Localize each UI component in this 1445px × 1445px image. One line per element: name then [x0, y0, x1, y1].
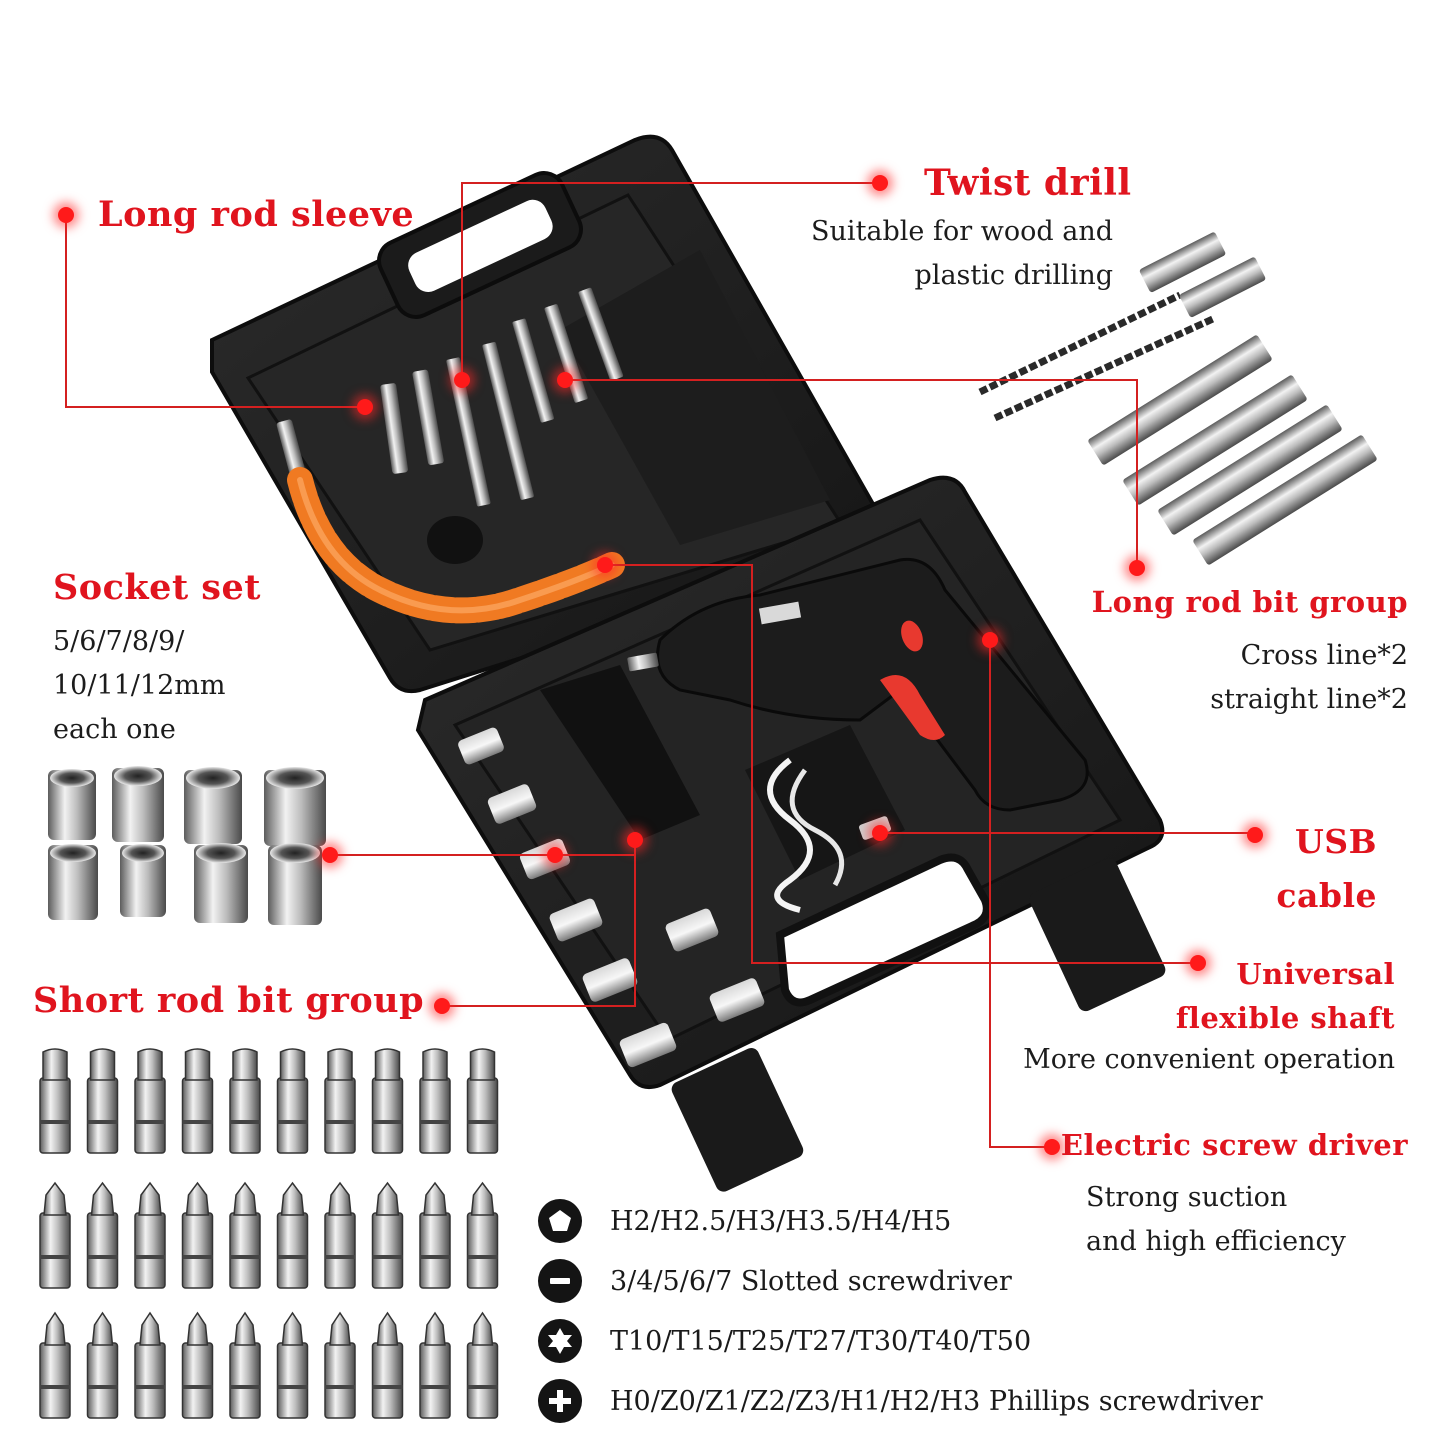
- callout-dot: [454, 372, 470, 388]
- callout-lines: [65, 182, 1255, 1148]
- spec-row-slotted: 3/4/5/6/7 Slotted screwdriver: [538, 1256, 1012, 1306]
- spec-row-hex: H2/H2.5/H3/H3.5/H4/H5: [538, 1196, 951, 1246]
- callout-dot-long-rod-bit-group: [1129, 560, 1145, 576]
- short-rod-bit: [324, 1311, 356, 1419]
- label-long-rod-sleeve: Long rod sleeve: [98, 194, 415, 235]
- label-flex-shaft: Universal flexible shaft: [1175, 957, 1395, 1035]
- long-rod-bits: [1088, 335, 1377, 565]
- short-rod-bit: [229, 1311, 261, 1419]
- short-rod-bit: [39, 1311, 71, 1419]
- electric-screwdriver: [627, 557, 1089, 812]
- base-sockets: [458, 727, 765, 1068]
- twist-drill-description: Suitable for wood and plastic drilling: [811, 216, 1113, 291]
- short-rod-bit: [39, 1048, 71, 1154]
- short-rod-bit: [86, 1311, 119, 1419]
- short-rod-bit: [371, 1048, 404, 1154]
- plus-icon: [538, 1379, 582, 1423]
- callout-dot-long-rod-sleeve: [58, 207, 74, 223]
- label-usb-cable: USB cable: [1276, 822, 1377, 915]
- short-rod-bit: [276, 1181, 309, 1289]
- short-rod-bit: [466, 1181, 499, 1289]
- short-rod-bit: [419, 1181, 451, 1289]
- short-rod-bit: [419, 1311, 451, 1419]
- callout-dot-usb-cable: [1247, 827, 1263, 843]
- callout-dot: [597, 557, 613, 573]
- callout-dot: [357, 399, 373, 415]
- callout-dot: [982, 632, 998, 648]
- callout-dot: [627, 832, 643, 848]
- short-rod-bit: [39, 1181, 71, 1289]
- short-rod-bit: [371, 1181, 404, 1289]
- spec-row-phillips: H0/Z0/Z1/Z2/Z3/H1/H2/H3 Phillips screwdr…: [538, 1376, 1263, 1426]
- socket-set: [48, 766, 326, 925]
- short-rod-bit: [229, 1181, 261, 1289]
- label-long-rod-bit-group: Long rod bit group: [1091, 585, 1408, 619]
- callout-dot-short-rod-bit-group: [434, 998, 450, 1014]
- short-rod-bit-grid: [39, 1048, 499, 1419]
- short-rod-bit: [324, 1048, 356, 1154]
- flexible-shaft: [276, 419, 625, 624]
- spec-row-torx: T10/T15/T25/T27/T30/T40/T50: [538, 1316, 1031, 1366]
- short-rod-bit: [371, 1311, 404, 1419]
- short-rod-bit: [419, 1048, 451, 1154]
- short-rod-bit: [86, 1181, 119, 1289]
- socket-set-description: 5/6/7/8/9/ 10/11/12mm each one: [53, 626, 226, 745]
- label-electric-screw-driver: Electric screw driver: [1060, 1128, 1408, 1162]
- bit-holder: [540, 665, 700, 840]
- minus-icon: [538, 1259, 582, 1303]
- short-rod-bit: [181, 1311, 214, 1419]
- callout-dot-socket-set: [322, 847, 338, 863]
- short-rod-bit: [181, 1181, 214, 1289]
- spec-text: 3/4/5/6/7 Slotted screwdriver: [610, 1265, 1012, 1297]
- callout-dot: [547, 847, 563, 863]
- callout-dot: [557, 372, 573, 388]
- label-socket-set: Socket set: [53, 567, 261, 608]
- short-rod-bit: [134, 1181, 166, 1289]
- callout-dot-flex-shaft: [1190, 955, 1206, 971]
- short-rod-bit: [276, 1048, 309, 1154]
- pentagon-icon: [538, 1199, 582, 1243]
- short-rod-bit: [276, 1311, 309, 1419]
- label-short-rod-bit-group: Short rod bit group: [33, 980, 425, 1021]
- flex-shaft-description: More convenient operation: [1023, 1044, 1395, 1075]
- short-rod-bit: [86, 1048, 119, 1154]
- short-rod-bit: [229, 1048, 261, 1154]
- spec-text: T10/T15/T25/T27/T30/T40/T50: [610, 1325, 1032, 1357]
- long-rod-bit-description: Cross line*2 straight line*2: [1210, 640, 1408, 715]
- star-icon: [538, 1319, 582, 1363]
- short-rod-bit: [466, 1311, 499, 1419]
- label-twist-drill: Twist drill: [924, 162, 1132, 204]
- short-rod-bit: [324, 1181, 356, 1289]
- electric-screw-driver-description: Strong suction and high efficiency: [1086, 1182, 1346, 1257]
- short-rod-bit: [134, 1048, 166, 1154]
- lid-bits: [380, 287, 624, 507]
- short-rod-bit: [134, 1311, 166, 1419]
- short-rod-bit: [466, 1048, 499, 1154]
- callout-dot-twist-drill: [872, 175, 888, 191]
- callout-dot: [872, 825, 888, 841]
- spec-text: H0/Z0/Z1/Z2/Z3/H1/H2/H3 Phillips screwdr…: [610, 1385, 1263, 1417]
- short-rod-bit: [181, 1048, 214, 1154]
- callout-dot-electric-screw-driver: [1044, 1139, 1060, 1155]
- twist-drill-bits: [978, 232, 1266, 422]
- spec-text: H2/H2.5/H3/H3.5/H4/H5: [610, 1205, 952, 1237]
